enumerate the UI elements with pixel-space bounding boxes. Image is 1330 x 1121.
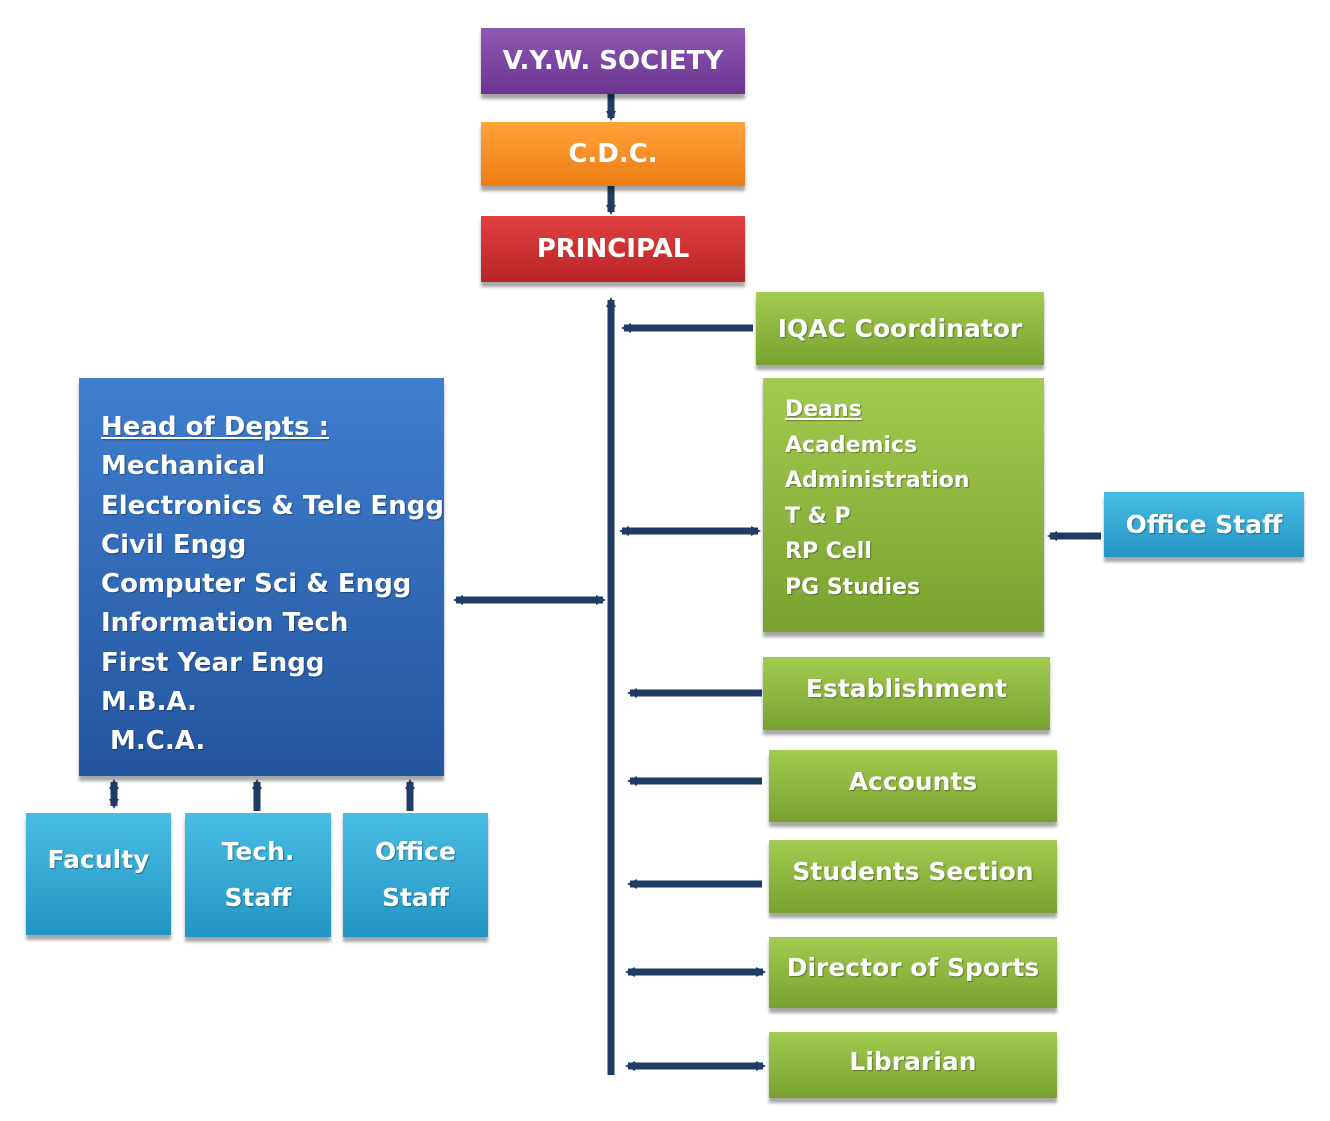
- accounts-label: Accounts: [848, 766, 978, 796]
- accounts-box: Accounts: [769, 750, 1057, 822]
- hod-list: Head of Depts : Mechanical Electronics &…: [101, 408, 444, 762]
- office-staff-line1: Office: [375, 837, 456, 866]
- hod-item-civil: Civil Engg: [101, 529, 247, 560]
- office-staff-line2: Staff: [381, 883, 450, 912]
- students-section-label: Students Section: [792, 857, 1034, 886]
- deans-office-staff-label: Office Staff: [1125, 510, 1283, 539]
- iqac-label: IQAC Coordinator: [777, 314, 1023, 343]
- deans-heading: Deans: [785, 397, 862, 422]
- hod-item-first-year: First Year Engg: [101, 647, 325, 678]
- principal-box: PRINCIPAL: [481, 216, 745, 282]
- deans-office-staff-box: Office Staff: [1104, 492, 1304, 557]
- librarian-box: Librarian: [769, 1032, 1057, 1098]
- society-box: V.Y.W. SOCIETY: [481, 28, 745, 94]
- tech-staff-box: Tech. Staff: [185, 813, 331, 937]
- tech-staff-line2: Staff: [224, 883, 292, 912]
- hod-box: Head of Depts : Mechanical Electronics &…: [79, 378, 444, 776]
- principal-label: PRINCIPAL: [536, 234, 690, 264]
- hod-item-electronics: Electronics & Tele Engg: [101, 490, 444, 521]
- deans-item-tp: T & P: [785, 503, 851, 529]
- faculty-box: Faculty: [26, 813, 171, 935]
- deans-item-administration: Administration: [785, 468, 970, 493]
- hod-item-it: Information Tech: [101, 608, 349, 639]
- deans-list: Deans Academics Administration T & P RP …: [785, 392, 970, 605]
- cdc-box: C.D.C.: [481, 122, 745, 186]
- hod-item-mca: M.C.A.: [101, 726, 206, 757]
- establishment-box: Establishment: [763, 657, 1050, 730]
- office-staff-box: Office Staff: [343, 813, 488, 937]
- director-sports-label: Director of Sports: [786, 953, 1040, 982]
- deans-box: Deans Academics Administration T & P RP …: [763, 378, 1044, 632]
- hod-item-mba: M.B.A.: [101, 687, 197, 718]
- society-label: V.Y.W. SOCIETY: [502, 46, 724, 76]
- librarian-label: Librarian: [849, 1046, 977, 1076]
- hod-item-computer: Computer Sci & Engg: [101, 569, 412, 600]
- tech-staff-line1: Tech.: [221, 837, 295, 866]
- deans-item-pg-studies: PG Studies: [785, 574, 921, 600]
- students-section-box: Students Section: [769, 840, 1057, 913]
- establishment-label: Establishment: [805, 674, 1008, 703]
- hod-heading: Head of Depts :: [101, 412, 330, 442]
- hod-item-mechanical: Mechanical: [101, 451, 266, 482]
- cdc-label: C.D.C.: [568, 139, 658, 169]
- deans-item-rp-cell: RP Cell: [785, 539, 872, 564]
- faculty-label: Faculty: [47, 844, 150, 874]
- iqac-box: IQAC Coordinator: [756, 292, 1044, 365]
- deans-item-academics: Academics: [785, 432, 918, 458]
- director-sports-box: Director of Sports: [769, 937, 1057, 1008]
